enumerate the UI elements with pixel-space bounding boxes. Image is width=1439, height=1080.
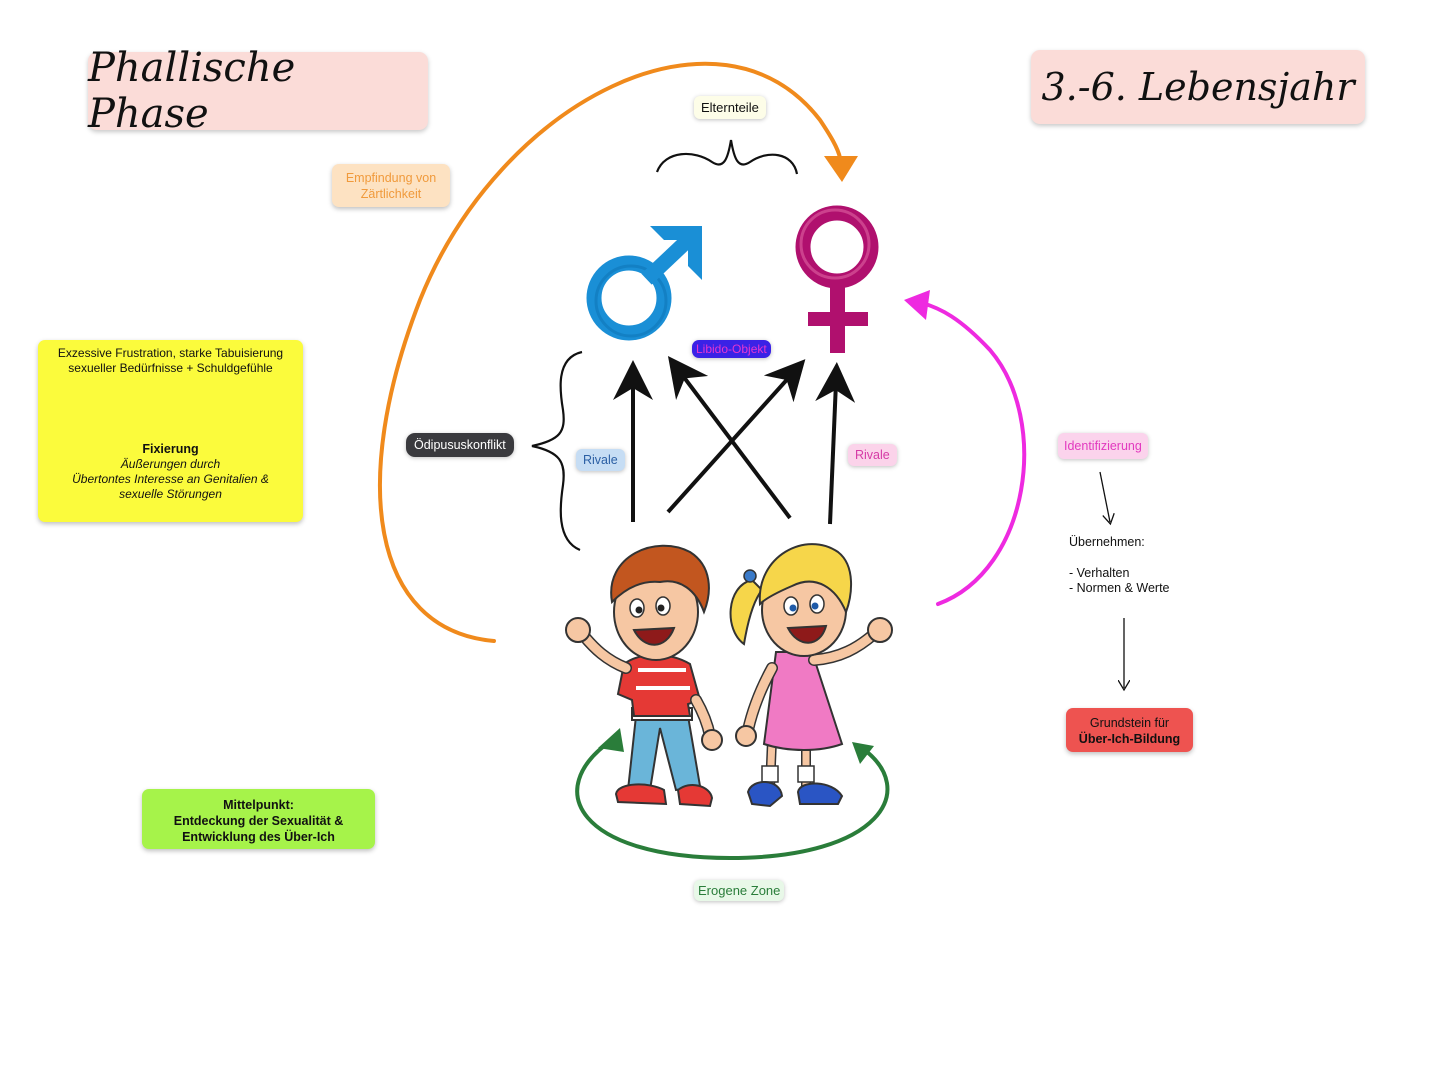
fixation-line-1: Äußerungen durch <box>120 456 221 471</box>
rival-label-left-text: Rivale <box>583 453 618 467</box>
girl-illustration <box>729 543 893 808</box>
focus-line-1: Entdeckung der Sexualität & <box>173 814 344 828</box>
rival-label-right: Rivale <box>848 444 897 466</box>
superego-foundation-line-2: Über-Ich-Bildung <box>1078 732 1181 746</box>
age-range-title: 3.-6. Lebensjahr <box>1031 50 1365 124</box>
libido-object-label-text: Libido-Objekt <box>696 342 767 356</box>
parents-label-text: Elternteile <box>701 100 759 115</box>
fixation-cause: Exzessive Frustration, starke Tabuisieru… <box>57 346 284 376</box>
green-circular-arrow <box>575 728 890 861</box>
focus-line-2: Entwicklung des Über-Ich <box>182 830 335 844</box>
parents-label: Elternteile <box>694 96 766 119</box>
takeover-item-norms: - Normen & Werte <box>1069 581 1170 595</box>
arrow-girl-to-father <box>667 356 792 520</box>
focus-heading: Mittelpunkt: <box>223 798 294 812</box>
oedipus-conflict-label-text: Ödipususkonflikt <box>414 438 506 452</box>
oedipus-conflict-label: Ödipususkonflikt <box>406 433 514 457</box>
libido-object-label: Libido-Objekt <box>692 340 771 358</box>
arrow-girl-to-mother <box>815 362 856 525</box>
takeover-item-behavior: - Verhalten <box>1069 566 1130 580</box>
superego-foundation-line-1: Grundstein für <box>1089 716 1170 730</box>
erogenous-zone-label: Erogene Zone <box>694 880 785 901</box>
male-symbol-icon <box>586 226 702 341</box>
tenderness-label-text: Empfindung von Zärtlichkeit <box>345 171 437 201</box>
boy-illustration <box>565 544 723 808</box>
magenta-arrow <box>904 290 1027 606</box>
arrow-identification-to-takeover <box>1099 471 1110 522</box>
rival-label-left: Rivale <box>576 449 625 471</box>
female-symbol-icon <box>795 205 879 353</box>
oedipus-brace <box>531 350 583 552</box>
takeover-heading: Übernehmen: <box>1069 535 1145 549</box>
relation-arrows <box>613 356 856 525</box>
age-range-text: 3.-6. Lebensjahr <box>1041 65 1355 109</box>
fixation-line-2: Übertontes Interesse an Genitalien & <box>72 472 269 487</box>
fixation-line-3: sexuelle Störungen <box>119 487 222 502</box>
arrow-boy-to-mother <box>666 359 806 514</box>
erogenous-zone-label-text: Erogene Zone <box>698 883 781 898</box>
orange-arrow <box>378 61 858 643</box>
superego-foundation-note: Grundstein für Über-Ich-Bildung <box>1066 708 1193 752</box>
identification-label-text: Identifizierung <box>1064 439 1142 453</box>
page-title: Phallische Phase <box>88 45 428 137</box>
parents-brace <box>655 139 799 175</box>
tenderness-label: Empfindung von Zärtlichkeit <box>332 164 450 207</box>
identification-label: Identifizierung <box>1058 433 1148 459</box>
page-title-text: Phallische Phase <box>88 45 296 137</box>
focus-note: Mittelpunkt: Entdeckung der Sexualität &… <box>142 789 375 849</box>
rival-label-right-text: Rivale <box>855 448 890 462</box>
fixation-heading: Fixierung <box>142 441 199 456</box>
fixation-note: Exzessive Frustration, starke Tabuisieru… <box>38 340 303 522</box>
